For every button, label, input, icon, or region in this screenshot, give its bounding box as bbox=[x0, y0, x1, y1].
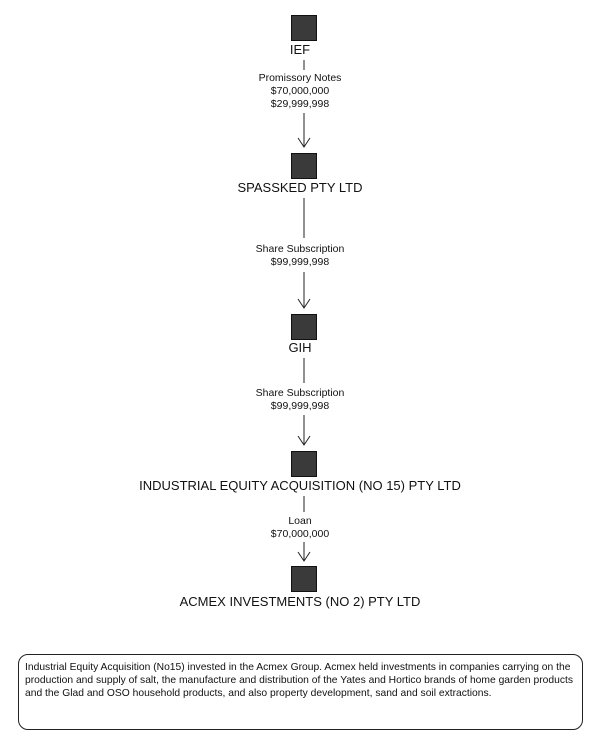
flow-amount: $29,999,998 bbox=[270, 98, 330, 110]
entity-label-acmex: ACMEX INVESTMENTS (NO 2) PTY LTD bbox=[179, 594, 421, 609]
arrowhead bbox=[297, 435, 311, 446]
flow-label-share-subscription: Share Subscription $99,999,998 bbox=[0, 243, 600, 269]
flow-type: Loan bbox=[288, 515, 312, 527]
flow-amount: $99,999,998 bbox=[270, 400, 330, 412]
flow-amount: $70,000,000 bbox=[270, 528, 330, 540]
flow-amount: $99,999,998 bbox=[270, 256, 330, 268]
entity-icon bbox=[291, 153, 317, 179]
entity-label-ief: IEF bbox=[289, 42, 311, 57]
arrowhead bbox=[297, 137, 311, 148]
flow-label-loan: Loan $70,000,000 bbox=[0, 515, 600, 541]
arrowhead bbox=[297, 298, 311, 309]
connector-lines bbox=[297, 60, 311, 562]
entity-label-spassked: SPASSKED PTY LTD bbox=[237, 180, 363, 195]
flow-amount: $70,000,000 bbox=[270, 85, 330, 97]
flow-type: Share Subscription bbox=[255, 387, 345, 399]
arrowhead bbox=[297, 551, 311, 562]
flow-label-promissory-notes: Promissory Notes $70,000,000 $29,999,998 bbox=[0, 72, 600, 111]
entity-icon bbox=[291, 15, 317, 41]
entity-icon bbox=[291, 451, 317, 477]
entity-label-iea: INDUSTRIAL EQUITY ACQUISITION (NO 15) PT… bbox=[139, 478, 461, 493]
entity-icon bbox=[291, 566, 317, 592]
entity-label-gih: GIH bbox=[288, 340, 312, 355]
flow-label-share-subscription: Share Subscription $99,999,998 bbox=[0, 387, 600, 413]
note-box: Industrial Equity Acquisition (No15) inv… bbox=[18, 654, 583, 730]
flow-type: Share Subscription bbox=[255, 243, 345, 255]
note-text: Industrial Equity Acquisition (No15) inv… bbox=[25, 662, 573, 699]
entity-icon bbox=[291, 314, 317, 340]
flow-type: Promissory Notes bbox=[258, 72, 342, 84]
